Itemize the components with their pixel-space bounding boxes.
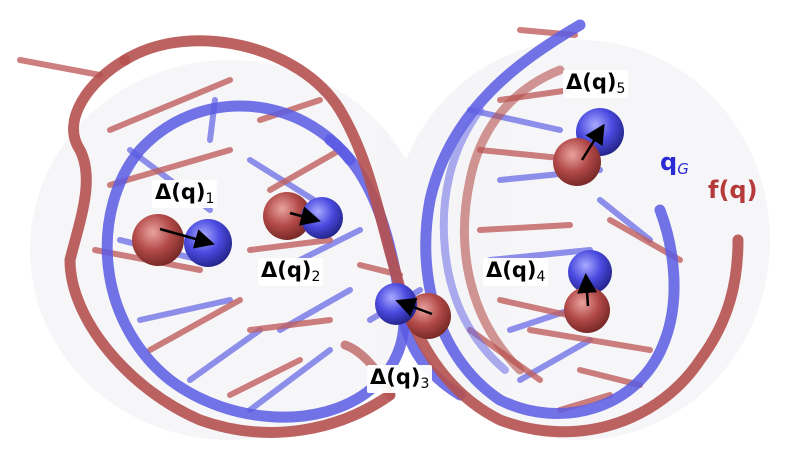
red-atom-5 [553, 138, 601, 186]
delta-label-3-sub: 3 [420, 376, 429, 392]
delta-label-2: Δ(q)2 [258, 258, 323, 286]
delta-label-2-main: Δ(q) [261, 258, 311, 282]
delta-label-1-sub: 1 [205, 191, 214, 207]
delta-label-4-main: Δ(q) [486, 258, 536, 282]
delta-label-3-main: Δ(q) [370, 365, 420, 389]
legend-qg: qG [660, 148, 689, 178]
legend-fq: f(q) [708, 176, 758, 204]
blue-atom-3 [375, 283, 417, 325]
red-atom-1 [132, 214, 184, 266]
delta-label-5-main: Δ(q) [566, 70, 616, 94]
legend-qg-sub: G [677, 160, 689, 178]
delta-label-4: Δ(q)4 [483, 258, 548, 286]
delta-label-4-sub: 4 [536, 269, 545, 285]
delta-label-3: Δ(q)3 [367, 365, 432, 393]
legend-qg-main: q [660, 148, 677, 176]
delta-label-1: Δ(q)1 [152, 180, 217, 208]
delta-label-2-sub: 2 [311, 269, 320, 285]
delta-label-5-sub: 5 [616, 81, 625, 97]
delta-label-1-main: Δ(q) [155, 180, 205, 204]
delta-label-5: Δ(q)5 [563, 70, 628, 98]
